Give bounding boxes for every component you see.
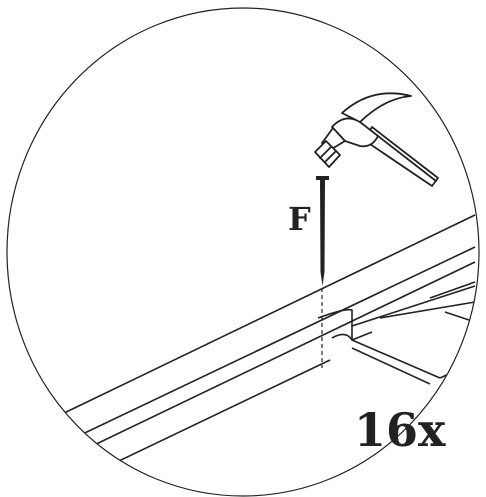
slat-bottom: [351, 347, 431, 385]
force-label: F: [288, 200, 311, 238]
board-bottom-edge: [87, 261, 476, 449]
notch-curve: [331, 333, 353, 341]
nail-icon: [316, 176, 329, 286]
board-notch: [317, 308, 373, 341]
slat-rear-2: [429, 281, 476, 299]
board-groove-line: [69, 246, 476, 441]
slat-face: [351, 339, 441, 379]
board-top-edge: [59, 214, 476, 416]
board-lower-edge: [99, 359, 331, 471]
slat-rear: [379, 301, 476, 319]
hammer-icon: [314, 92, 439, 187]
board-assembly: [59, 214, 476, 471]
slat-top: [351, 285, 476, 327]
quantity-label: 16x: [354, 403, 446, 457]
